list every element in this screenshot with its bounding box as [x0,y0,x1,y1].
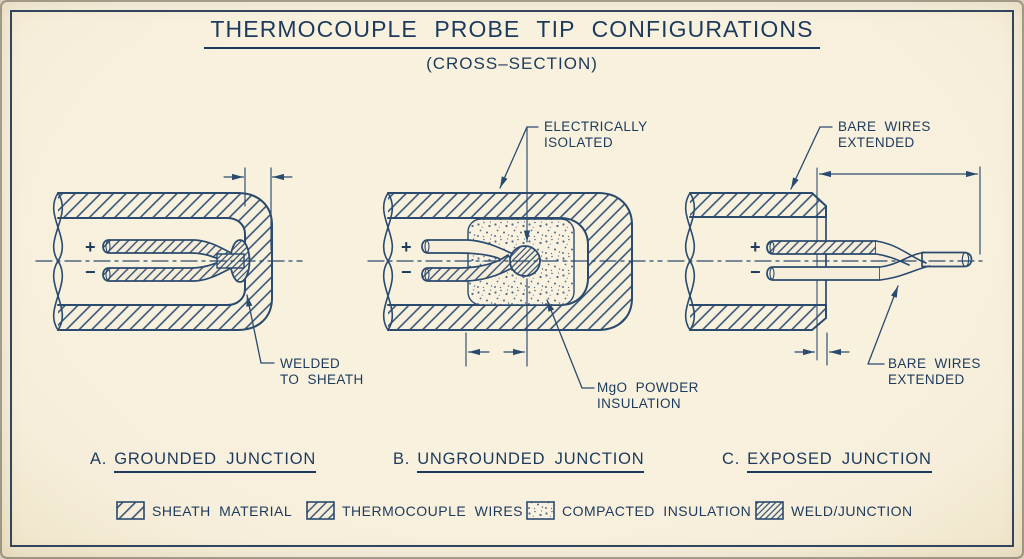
diagram-c-exposed [667,126,986,366]
label-welded-to-sheath: WELDED TO SHEATH [280,356,364,387]
polarity-plus-b: + [401,237,412,257]
leaders-c [790,126,899,365]
polarity-minus-b: − [401,262,412,282]
label-bare-wires-extended-bottom: BARE WIRES EXTENDED [888,356,981,387]
caption-grounded-junction: A.GROUNDED JUNCTION [90,450,317,473]
label-electrically-isolated: ELECTRICALLY ISOLATED [544,119,648,150]
polarity-plus-c: + [750,237,761,257]
legend-label-thermocouple-wires: THERMOCOUPLE WIRES [342,503,524,519]
title-block: THERMOCOUPLE PROBE TIP CONFIGURATIONS (C… [0,16,1024,74]
legend-label-compacted-insulation: COMPACTED INSULATION [562,503,752,519]
legend-swatches [116,501,784,520]
dimension-c-bottom [794,332,850,366]
caption-exposed-junction: C.EXPOSED JUNCTION [722,450,932,473]
diagram-a-grounded [35,167,303,364]
sheath-b [388,193,632,330]
label-bare-wires-extended-top: BARE WIRES EXTENDED [838,119,931,150]
sheath-a [58,193,272,330]
diagram-b-ungrounded [367,126,663,389]
wires-a [102,239,237,282]
legend-label-sheath-material: SHEATH MATERIAL [152,503,293,519]
polarity-minus-c: − [750,262,761,282]
sheath-c-bottom [690,305,826,330]
page-title: THERMOCOUPLE PROBE TIP CONFIGURATIONS [204,16,820,49]
caption-ungrounded-junction: B.UNGROUNDED JUNCTION [393,450,645,473]
dimension-c-top [818,166,981,255]
legend-swatch-thermocouple-wires [306,501,335,520]
wires-b [421,239,517,282]
dimension-a [223,167,293,251]
legend-label-weld-junction: WELD/JUNCTION [791,503,913,519]
wires-c [766,240,881,281]
junction-bead-b [509,245,541,277]
legend-swatch-compacted-insulation [526,501,555,520]
polarity-plus-a: + [85,237,96,257]
label-mgo-powder-insulation: MgO POWDER INSULATION [597,380,699,411]
leader-welded [246,294,275,364]
legend-swatch-sheath-material [116,501,145,520]
break-symbol-b [382,192,394,331]
sheath-c-top [690,193,826,217]
polarity-minus-a: − [85,262,96,282]
page-subtitle: (CROSS–SECTION) [426,54,598,73]
legend-swatch-weld-junction [755,501,784,520]
leaders-b [465,126,595,389]
